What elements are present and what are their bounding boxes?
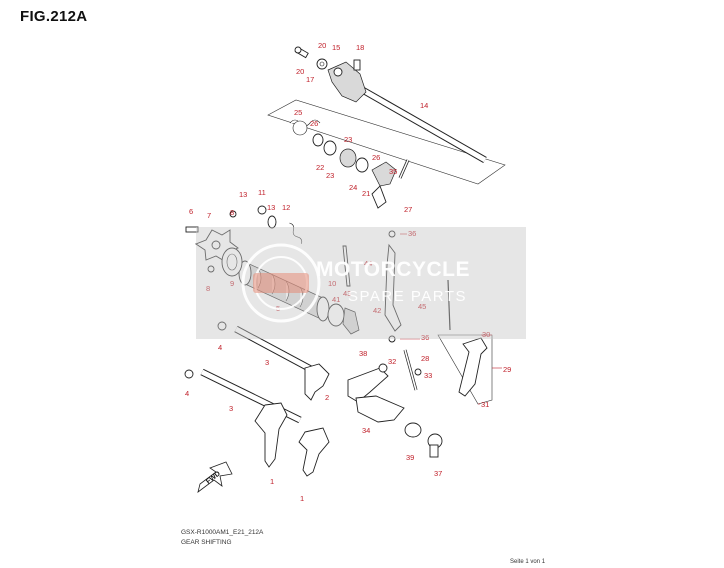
watermark-logo-icon	[241, 243, 321, 323]
callout-30: 30	[482, 330, 490, 339]
callout-27: 27	[404, 205, 412, 214]
callout-13: 13	[239, 190, 247, 199]
callout-19: 18	[356, 43, 364, 52]
watermark-title: MOTORCYCLE	[316, 258, 470, 281]
callout-31: 31	[481, 400, 489, 409]
callout-8b: 8	[206, 284, 210, 293]
callout-28: 28	[421, 354, 429, 363]
figure-title: FIG.212A	[20, 8, 88, 25]
model-code: GSX-R1000AM1_E21_212A	[181, 529, 264, 536]
callout-39: 39	[406, 453, 414, 462]
shift-pawl-assembly	[342, 230, 451, 343]
callout-36b: 36	[421, 333, 429, 342]
callout-8a: 8	[230, 208, 234, 217]
callout-26b: 26	[372, 153, 380, 162]
callout-22: 22	[316, 163, 324, 172]
callout-40: 41	[332, 295, 340, 304]
callout-3a: 3	[265, 358, 269, 367]
callout-16: 15	[332, 43, 340, 52]
callout-44: 45	[418, 302, 426, 311]
shift-rods-and-forks	[184, 321, 330, 477]
callout-32: 32	[388, 357, 396, 366]
callout-26a: 26	[310, 119, 318, 128]
callout-9: 9	[230, 279, 234, 288]
callout-41: 42	[373, 306, 381, 315]
watermark-subtitle: SPARE PARTS	[348, 288, 468, 305]
callout-4b: 4	[185, 389, 189, 398]
callout-17: 20	[318, 41, 326, 50]
page-indicator: Seite 1 von 1	[510, 559, 546, 565]
figure-caption: GEAR SHIFTING	[181, 539, 232, 546]
callout-42: 43	[343, 289, 351, 298]
callout-1a: 1	[270, 477, 274, 486]
callout-4a: 4	[218, 343, 222, 352]
callout-37: 37	[434, 469, 442, 478]
callout-1b: 1	[300, 494, 304, 503]
callout-35: 35	[389, 167, 397, 176]
fwd-direction-marker: FWD	[197, 461, 233, 493]
callout-36a: 36	[408, 229, 416, 238]
callout-43: 44	[364, 259, 372, 268]
callout-15: 14	[420, 101, 428, 110]
shift-shaft-assembly	[267, 46, 506, 209]
callout-24: 24	[349, 183, 357, 192]
callout-23a: 23	[344, 135, 352, 144]
callout-11: 11	[258, 188, 266, 197]
callout-2: 2	[325, 393, 329, 402]
callout-3b: 3	[229, 404, 233, 413]
callout-7: 7	[207, 211, 211, 220]
callout-18: 17	[306, 75, 314, 84]
callout-23b: 23	[326, 171, 334, 180]
callout-33: 33	[424, 371, 432, 380]
callout-20: 20	[296, 67, 304, 76]
gearshift-linkage	[347, 334, 493, 458]
watermark-band: MOTORCYCLE SPARE PARTS	[196, 227, 526, 339]
callout-21: 21	[362, 189, 370, 198]
callout-34: 34	[362, 426, 370, 435]
callout-25: 25	[294, 108, 302, 117]
callout-29: 29	[503, 365, 511, 374]
callout-10: 10	[328, 279, 336, 288]
callout-14: 13	[267, 203, 275, 212]
part-callouts: 20 15 18 20 17 14 25 26 23 26 22 23 35 2…	[185, 41, 511, 503]
callout-38: 38	[359, 349, 367, 358]
callout-12: 12	[282, 203, 290, 212]
callout-6: 6	[189, 207, 193, 216]
